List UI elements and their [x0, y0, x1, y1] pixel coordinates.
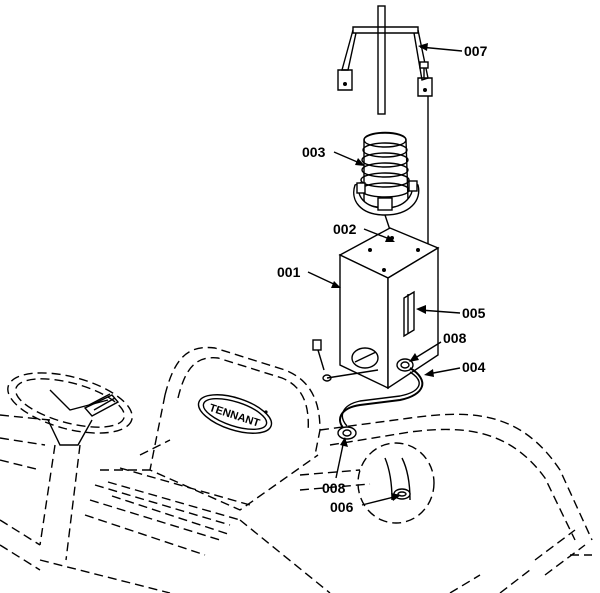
switch-005: [403, 290, 415, 338]
callout-004: 004: [462, 359, 486, 375]
callout-001: 001: [277, 264, 301, 280]
steering-wheel: [7, 372, 133, 561]
machine-body: TENNANT: [0, 346, 593, 593]
tennant-logo: TENNANT: [197, 394, 273, 434]
bracket-007: [337, 5, 433, 115]
callout-008-lower: 008: [322, 480, 346, 496]
callout-008-upper: 008: [443, 330, 467, 346]
callout-002: 002: [333, 221, 357, 237]
grommet-008-lower: [337, 426, 357, 440]
callout-labels: 007 003 002 001 005 008 004 008 006: [277, 43, 488, 515]
bolt-left: [312, 339, 379, 382]
operator-seat: TENNANT: [84, 346, 321, 556]
beacon-003: [353, 131, 420, 243]
callout-003: 003: [302, 144, 326, 160]
seat-logo-text: TENNANT: [208, 402, 262, 430]
access-cover: [357, 442, 435, 524]
callout-005: 005: [462, 305, 486, 321]
callout-007: 007: [464, 43, 488, 59]
callout-leaders: [307, 43, 463, 506]
cable-004: [339, 367, 424, 431]
callout-006: 006: [330, 499, 354, 515]
